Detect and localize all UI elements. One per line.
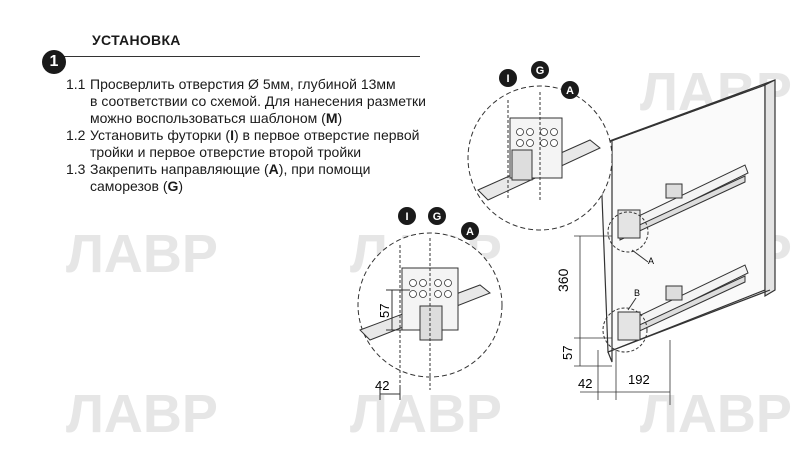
detail-magnifier-lower xyxy=(357,232,503,400)
callout-a: A xyxy=(566,85,574,97)
section-heading: УСТАНОВКА xyxy=(92,32,181,48)
label-a: A xyxy=(648,256,654,266)
step-line: в соответствии со схемой. Для нанесения … xyxy=(66,93,466,110)
step-line: тройки и первое отверстие второй тройки xyxy=(66,144,466,161)
detail-circle-lower xyxy=(602,307,648,353)
step-text: Закрепить направляющие (A), при помощи xyxy=(90,161,371,177)
watermark-text: ЛАВР xyxy=(66,384,218,444)
detail-circle-upper xyxy=(607,211,649,253)
callout-group-lower: I G A xyxy=(398,207,479,240)
dim-57-detail: 57 xyxy=(377,304,392,318)
drawer-runner-lower xyxy=(617,264,749,341)
callout-a: A xyxy=(466,226,474,238)
callout-g: G xyxy=(433,211,442,223)
dim-360: 360 xyxy=(555,268,571,292)
dim-42-detail: 42 xyxy=(375,378,389,393)
callout-g: G xyxy=(536,65,545,77)
step-text: Установить футорки (I) в первое отверсти… xyxy=(90,127,420,143)
callout-i: I xyxy=(506,73,509,85)
label-b: B xyxy=(634,288,640,298)
callout-group-upper: I G A xyxy=(499,61,579,99)
step-text: Просверлить отверстия Ø 5мм, глубиной 13… xyxy=(90,76,396,92)
drawer-runner-upper xyxy=(617,164,749,241)
step-line: саморезов (G) xyxy=(66,178,466,195)
step-num: 1.3 xyxy=(66,161,86,177)
heading-divider xyxy=(60,56,420,57)
leader-line xyxy=(627,297,637,311)
callout-i: I xyxy=(405,211,408,223)
leader-line xyxy=(631,249,649,263)
step-number-badge: 1 xyxy=(42,50,66,74)
watermark-text: ЛАВР xyxy=(350,384,502,444)
step-text: тройки и первое отверстие второй тройки xyxy=(90,144,362,160)
watermark-text: ЛАВР xyxy=(66,224,218,284)
dim-57: 57 xyxy=(560,346,575,360)
dim-42: 42 xyxy=(578,376,592,391)
dimension-lines xyxy=(574,235,671,405)
step-text: можно воспользоваться шаблоном (M) xyxy=(90,110,343,126)
step-num: 1.1 xyxy=(66,76,86,92)
step-text: в соответствии со схемой. Для нанесения … xyxy=(90,93,426,109)
step-text: саморезов (G) xyxy=(90,178,184,194)
detail-magnifier-upper xyxy=(467,85,613,231)
watermark-text: ЛАВР xyxy=(640,384,792,444)
dim-192: 192 xyxy=(628,372,650,387)
step-line: можно воспользоваться шаблоном (M) xyxy=(66,110,466,127)
step-num: 1.2 xyxy=(66,127,86,143)
